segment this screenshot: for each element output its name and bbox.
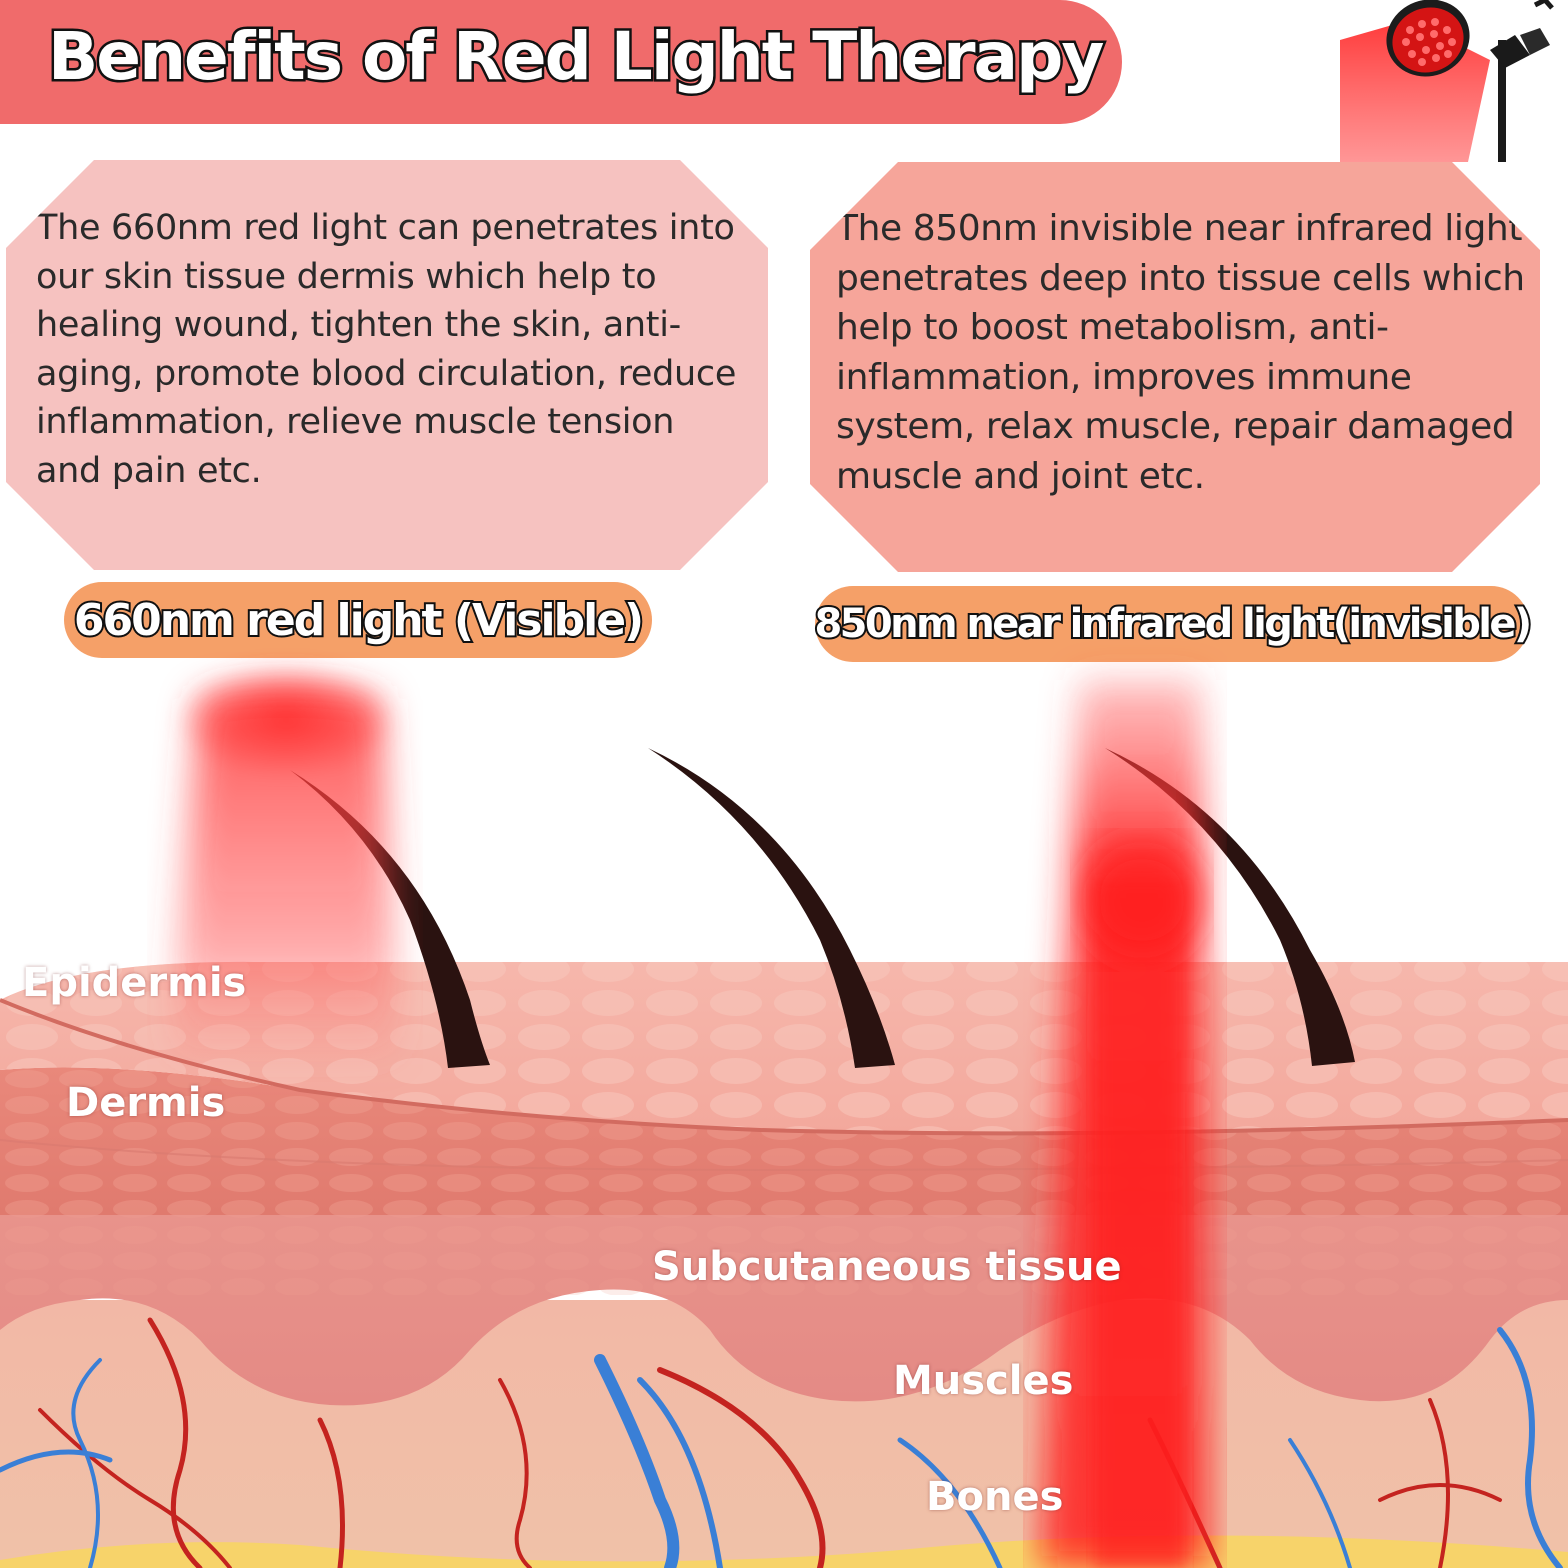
title-banner: Benefits of Red Light Therapy <box>0 0 1122 124</box>
red-light-benefits-panel: The 660nm red light can penetrates into … <box>6 160 768 570</box>
subcutaneous-tissue-label: Subcutaneous tissue <box>652 1244 1122 1290</box>
nir-light-benefits-panel: The 850nm invisible near infrared light … <box>810 162 1540 572</box>
red-light-lamp-icon <box>1340 0 1568 162</box>
nir-light-label: 850nm near infrared light(invisible) <box>812 586 1534 662</box>
red-light-label-text: 660nm red light (Visible) <box>72 593 646 648</box>
muscles-label: Muscles <box>893 1358 1074 1404</box>
page-title: Benefits of Red Light Therapy <box>45 16 1106 98</box>
epidermis-label: Epidermis <box>22 960 247 1006</box>
bones-label: Bones <box>926 1474 1064 1520</box>
nir-light-label-text: 850nm near infrared light(invisible) <box>812 599 1534 649</box>
red-light-label: 660nm red light (Visible) <box>64 582 652 658</box>
dermis-label: Dermis <box>66 1080 226 1126</box>
